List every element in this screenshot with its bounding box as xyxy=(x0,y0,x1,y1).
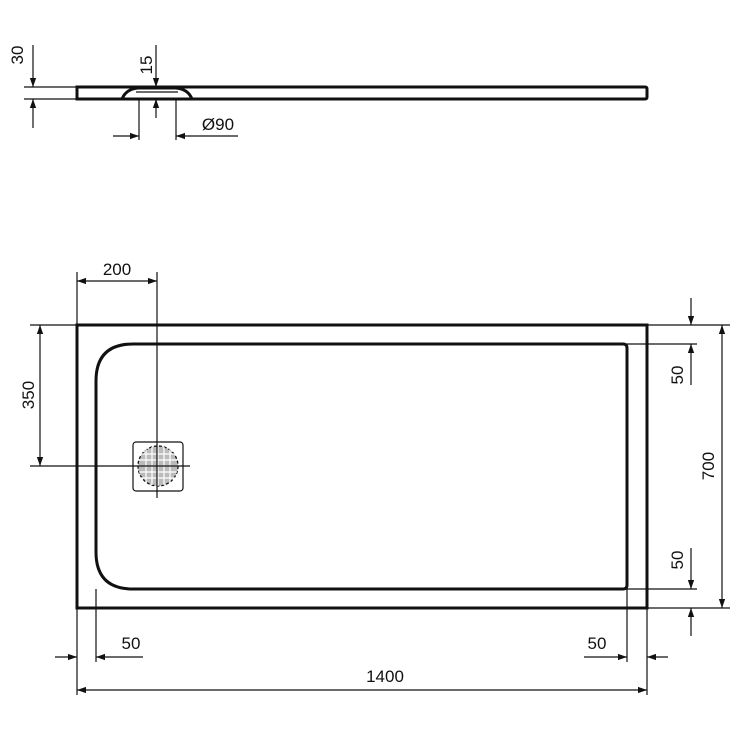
drain-depth-dimension: 15 xyxy=(137,56,156,75)
drain-offset-y-dimension: 350 xyxy=(19,381,38,409)
side-view: 30 15 Ø90 xyxy=(8,45,649,140)
tray-basin xyxy=(94,342,629,591)
tray-profile xyxy=(75,85,649,101)
rim-left-dimension: 50 xyxy=(122,634,141,653)
height-dimension: 30 xyxy=(8,46,27,65)
width-dimension: 700 xyxy=(699,452,718,480)
rim-right-dimension: 50 xyxy=(588,634,607,653)
length-dimension: 1400 xyxy=(366,667,404,686)
drain-profile xyxy=(120,86,194,100)
drain-diameter-dimension: Ø90 xyxy=(202,115,234,134)
rim-bottom-dimension: 50 xyxy=(668,551,687,570)
plan-view: 200 350 50 700 50 50 50 140 xyxy=(19,260,730,695)
rim-top-dimension: 50 xyxy=(668,366,687,385)
drain-offset-x-dimension: 200 xyxy=(103,260,131,279)
